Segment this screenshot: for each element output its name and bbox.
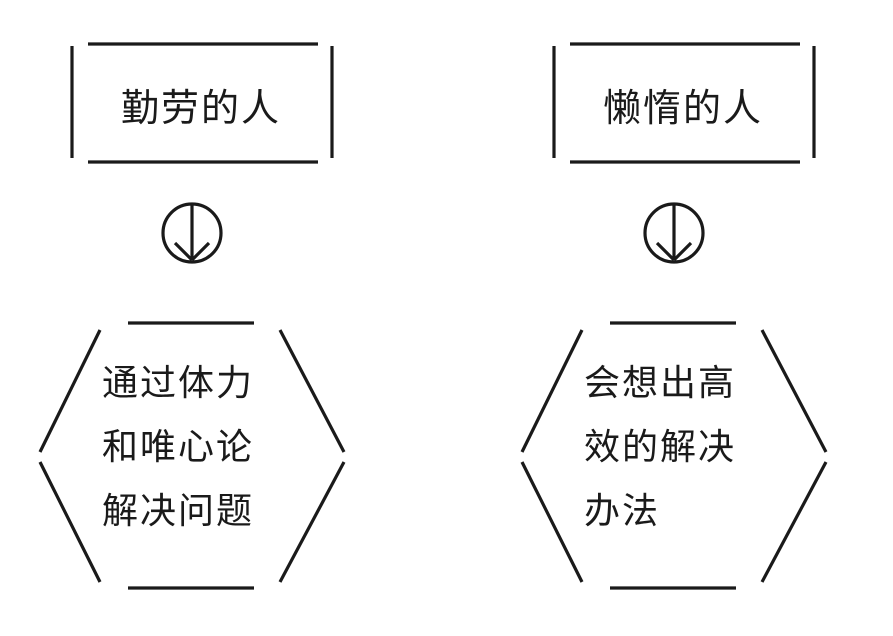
label-box-frame xyxy=(552,42,816,164)
column-frames xyxy=(520,42,828,590)
hardworking-result-text: 通过体力 和唯心论 解决问题 xyxy=(102,352,302,544)
result-line: 会想出高 xyxy=(584,363,737,404)
hardworking-person-label: 勤劳的人 xyxy=(120,85,281,130)
result-line: 通过体力 xyxy=(102,363,255,404)
column-frames xyxy=(38,42,346,590)
lazy-person-label: 懒惰的人 xyxy=(602,85,763,130)
diagram-column-hardworking: 勤劳的人 通过体力 和唯心论 解决问题 xyxy=(30,0,370,636)
lazy-result-text: 会想出高 效的解决 办法 xyxy=(584,352,784,544)
result-line: 办法 xyxy=(584,491,661,532)
hexagon-frame xyxy=(38,321,346,590)
result-line: 和唯心论 xyxy=(102,427,255,468)
hexagon-frame xyxy=(520,321,828,590)
arrow-down-circle-icon xyxy=(161,202,223,264)
arrow-down-circle-icon xyxy=(643,202,705,264)
result-line: 效的解决 xyxy=(584,427,737,468)
label-box-frame xyxy=(70,42,334,164)
diagram-column-lazy: 懒惰的人 会想出高 效的解决 办法 xyxy=(512,0,852,636)
result-line: 解决问题 xyxy=(102,491,255,532)
